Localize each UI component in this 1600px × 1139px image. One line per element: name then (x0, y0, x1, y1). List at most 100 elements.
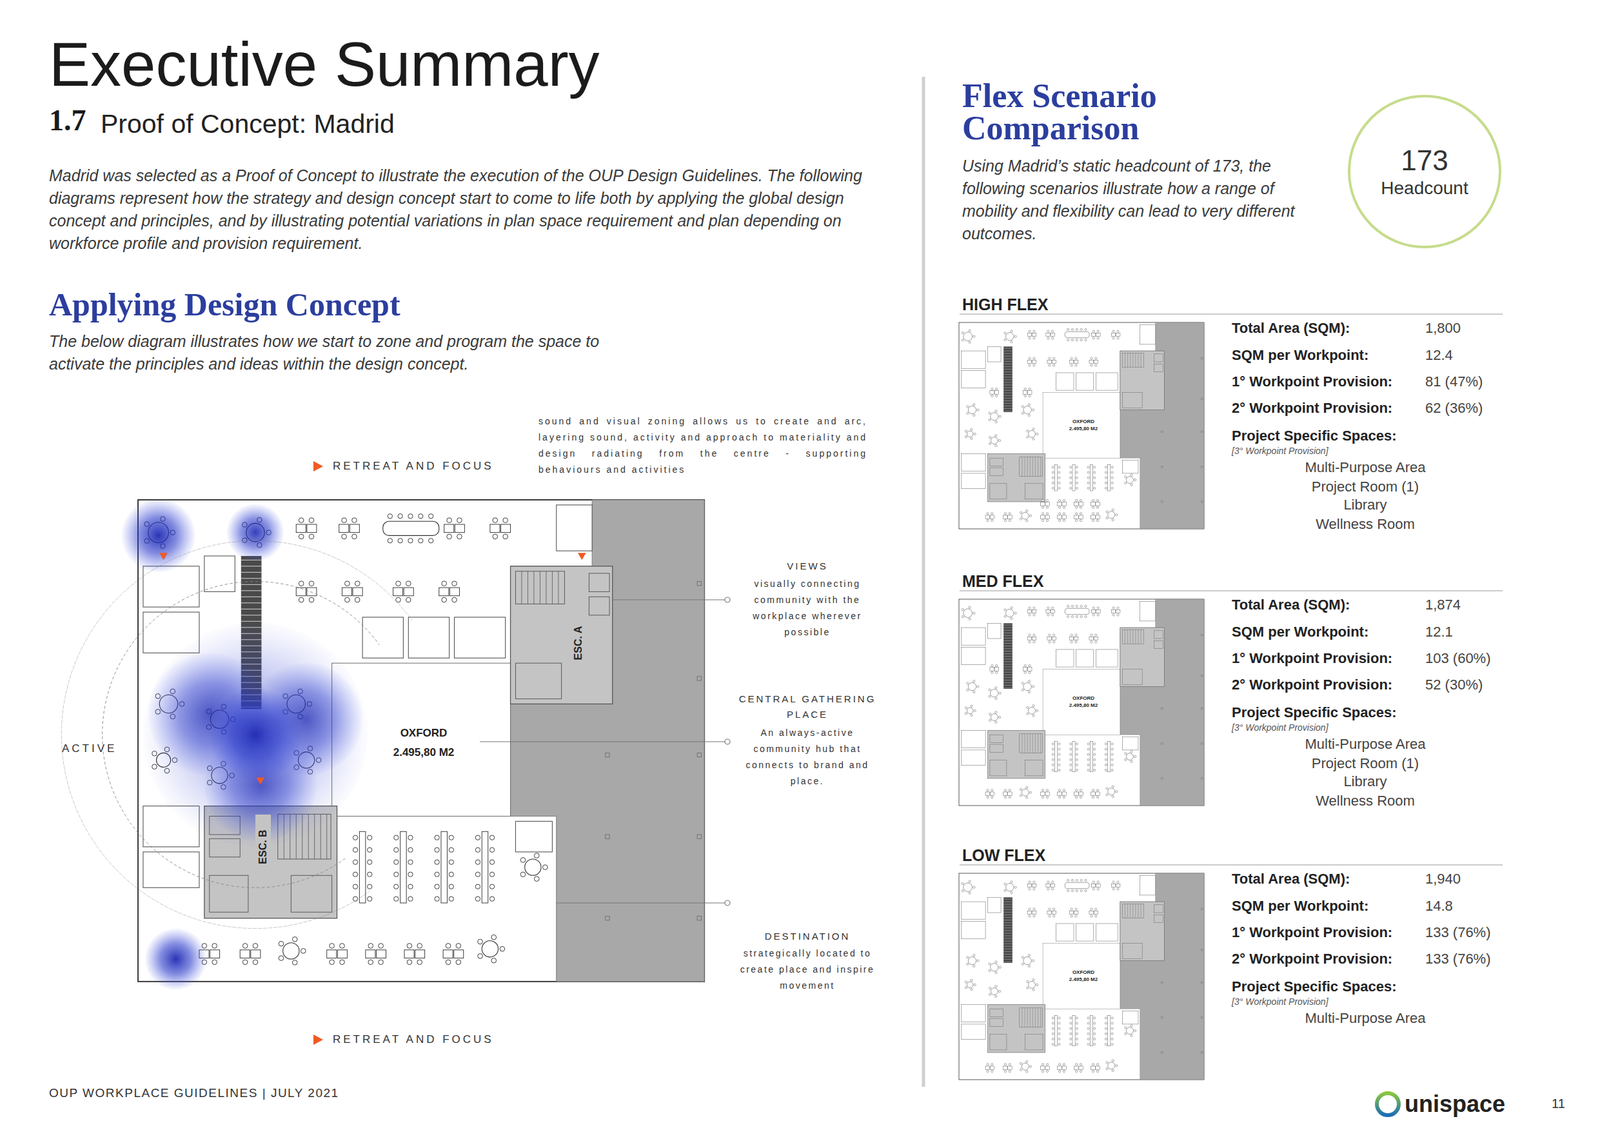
chair (352, 884, 358, 889)
column (1161, 465, 1164, 468)
bench-desk (1069, 464, 1079, 491)
chair (988, 719, 991, 721)
chair (964, 986, 967, 989)
chair (1008, 795, 1011, 798)
desk (1074, 515, 1079, 519)
chair (988, 962, 991, 965)
chair (1075, 1017, 1078, 1019)
chair (292, 960, 298, 966)
desk (989, 667, 995, 671)
desk (1057, 515, 1063, 519)
chair (445, 943, 451, 949)
callout-text: An always-active community hub that conn… (739, 724, 876, 790)
chair (1087, 1043, 1090, 1046)
chair (1093, 1037, 1096, 1040)
chair (1027, 680, 1030, 683)
chair (1053, 915, 1056, 918)
stair-tread (1135, 903, 1136, 918)
table (1023, 956, 1032, 965)
chair (406, 597, 412, 603)
logo-text: unispace (1404, 1089, 1506, 1119)
chair (1092, 613, 1095, 616)
desk-pod (326, 943, 348, 965)
chair (1092, 519, 1095, 522)
marker-triangle (256, 777, 266, 785)
chair (1104, 769, 1107, 772)
chair (991, 671, 994, 674)
desk-pod (989, 387, 999, 397)
page-number: 11 (1551, 1096, 1566, 1112)
desk (1062, 515, 1067, 519)
lift (1154, 363, 1164, 372)
mini-label: 2.495,80 M2 (1044, 976, 1123, 983)
stair-tread (1003, 379, 1013, 380)
zone-ring (102, 581, 380, 889)
chair (970, 978, 973, 981)
chair (991, 795, 994, 798)
desk (1047, 359, 1052, 364)
chair (973, 335, 976, 338)
column (1161, 777, 1164, 780)
chair (434, 847, 440, 852)
desk (250, 949, 261, 959)
stair-tread (1003, 917, 1013, 918)
chair (417, 943, 423, 949)
stair-tread (1127, 903, 1128, 918)
stair-tread (1135, 352, 1136, 367)
chair (1092, 512, 1095, 515)
chair (298, 581, 304, 587)
chair (1026, 786, 1028, 789)
room (515, 820, 553, 852)
desk-pod (1074, 789, 1084, 799)
round-table (1021, 680, 1034, 694)
stair-tread (1003, 655, 1013, 657)
table (1021, 788, 1029, 796)
desk (1091, 515, 1096, 519)
chair (977, 685, 979, 688)
chair (998, 439, 1001, 442)
desk-pod (1074, 512, 1084, 522)
column (1161, 981, 1164, 984)
chair (1058, 1017, 1061, 1019)
chair (1111, 508, 1114, 511)
metric-label: Total Area (SQM): (1231, 869, 1350, 889)
chair (339, 943, 346, 949)
desk-pod (1069, 357, 1079, 367)
chair (1053, 364, 1056, 367)
chair (1090, 364, 1093, 367)
table (1006, 332, 1014, 341)
chair (1051, 486, 1054, 489)
stair-tread (1003, 687, 1013, 689)
chair (1069, 476, 1072, 479)
chair (1079, 519, 1082, 522)
column (1200, 1016, 1203, 1019)
stair-tread (1032, 1007, 1034, 1028)
desk (1069, 636, 1074, 640)
chair (1092, 606, 1095, 609)
room (1056, 372, 1074, 391)
bench (1055, 464, 1058, 491)
callout-text: strategically located to create place an… (739, 945, 876, 994)
floor-plan (61, 498, 705, 990)
stair-tread (241, 565, 262, 567)
chair (1096, 613, 1099, 616)
stair-tread (1035, 1007, 1036, 1028)
table (524, 859, 542, 876)
stair-tread (1003, 368, 1013, 370)
round-table (966, 680, 979, 694)
chair (1058, 499, 1061, 502)
stair-tread (1021, 733, 1023, 754)
marker-triangle (159, 552, 168, 560)
shell-area (1120, 599, 1205, 806)
chair (1024, 387, 1027, 390)
chair (970, 704, 973, 707)
chair (970, 428, 973, 431)
metric-value: 12.1 (1425, 622, 1453, 642)
desk (989, 515, 995, 519)
chair (1087, 476, 1090, 479)
chair (397, 513, 403, 519)
desk-pod (1069, 633, 1079, 643)
stair-tread (1137, 629, 1139, 644)
desk (326, 949, 337, 959)
leader-line (612, 599, 728, 600)
